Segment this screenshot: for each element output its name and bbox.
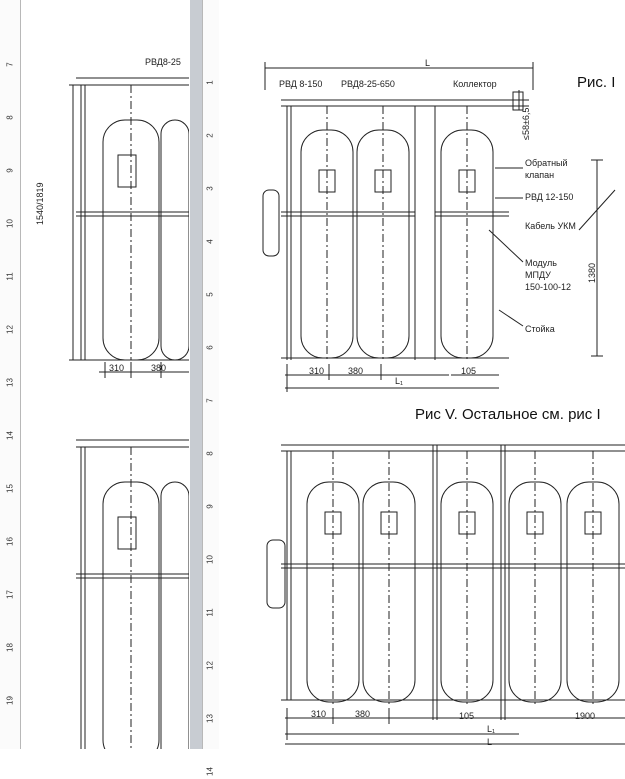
ruler-number: 14 bbox=[5, 431, 15, 440]
ruler-number: 17 bbox=[5, 590, 15, 599]
fig5-dim-1900: 1900 bbox=[575, 711, 596, 721]
document-page-left: РВД8-25 1540/1819 310 380 bbox=[21, 0, 189, 749]
ruler-number: 11 bbox=[205, 608, 215, 617]
figure-5-title: Рис V. Остальное см. рис I bbox=[415, 406, 601, 423]
ruler-number: 4 bbox=[205, 239, 215, 244]
ruler-number: 15 bbox=[5, 484, 15, 493]
ruler-number: 7 bbox=[5, 62, 15, 67]
fig1-dim-380: 380 bbox=[348, 366, 364, 376]
dim-380: 380 bbox=[151, 363, 167, 373]
vertical-ruler-left[interactable] bbox=[0, 0, 21, 749]
document-page-right: Рис. I L РВД 8-150 РВД8-25-650 Коллектор… bbox=[219, 0, 625, 749]
fig5-dim-310: 310 bbox=[311, 709, 327, 719]
dim-1380: 1380 bbox=[587, 262, 597, 283]
fig5-dim-105: 105 bbox=[459, 711, 475, 721]
ruler-number: 5 bbox=[205, 292, 215, 297]
label-rvd: РВД8-25 bbox=[145, 57, 181, 67]
figure-1-title: Рис. I bbox=[577, 74, 616, 91]
fig1-dim-L1: L₁ bbox=[395, 376, 404, 386]
ruler-number: 9 bbox=[205, 504, 215, 509]
ruler-number: 6 bbox=[205, 345, 215, 350]
ruler-number: 3 bbox=[205, 186, 215, 191]
ruler-number: 10 bbox=[5, 219, 15, 228]
page-gap bbox=[190, 0, 202, 749]
ruler-number: 12 bbox=[5, 325, 15, 334]
ruler-number: 2 bbox=[205, 133, 215, 138]
ruler-number: 8 bbox=[205, 451, 215, 456]
label-rvd-8-25-650: РВД8-25-650 bbox=[341, 79, 395, 89]
dim-L: L bbox=[425, 58, 431, 68]
dim-height: 1540/1819 bbox=[35, 182, 45, 225]
dim-58: ≤58±6,5 bbox=[521, 107, 531, 140]
ruler-number: 7 bbox=[205, 398, 215, 403]
ruler-number: 13 bbox=[5, 378, 15, 387]
dim-310: 310 bbox=[109, 363, 125, 373]
ruler-number: 9 bbox=[5, 168, 15, 173]
ruler-number: 18 bbox=[5, 643, 15, 652]
ruler-number: 1 bbox=[205, 80, 215, 85]
ruler-number: 13 bbox=[205, 714, 215, 723]
vertical-ruler-right[interactable] bbox=[202, 0, 220, 749]
label-module-1: Модуль bbox=[525, 258, 557, 268]
ruler-number: 11 bbox=[5, 272, 15, 281]
fig1-dim-310: 310 bbox=[309, 366, 325, 376]
ruler-number: 19 bbox=[5, 696, 15, 705]
right-page-drawing bbox=[262, 62, 625, 745]
ruler-number: 14 bbox=[205, 767, 215, 776]
label-check-valve-2: клапан bbox=[525, 170, 555, 180]
label-rvd-8-150: РВД 8-150 bbox=[279, 79, 323, 89]
fig1-dim-105: 105 bbox=[461, 366, 477, 376]
label-module-2: МПДУ bbox=[525, 270, 551, 280]
label-module-3: 150-100-12 bbox=[525, 282, 572, 292]
fig5-dim-380: 380 bbox=[355, 709, 371, 719]
label-stand: Стойка bbox=[525, 324, 555, 334]
ruler-number: 12 bbox=[205, 661, 215, 670]
ruler-number: 10 bbox=[205, 555, 215, 564]
left-page-drawing bbox=[69, 77, 189, 749]
fig5-dim-L1: L₁ bbox=[487, 724, 496, 734]
label-cable: Кабель УКМ bbox=[525, 221, 576, 231]
label-rvd-12-150: РВД 12-150 bbox=[525, 192, 574, 202]
ruler-number: 8 bbox=[5, 115, 15, 120]
label-collector: Коллектор bbox=[453, 79, 497, 89]
ruler-number: 16 bbox=[5, 537, 15, 546]
label-check-valve-1: Обратный bbox=[525, 158, 568, 168]
fig5-dim-L: L bbox=[487, 737, 493, 747]
